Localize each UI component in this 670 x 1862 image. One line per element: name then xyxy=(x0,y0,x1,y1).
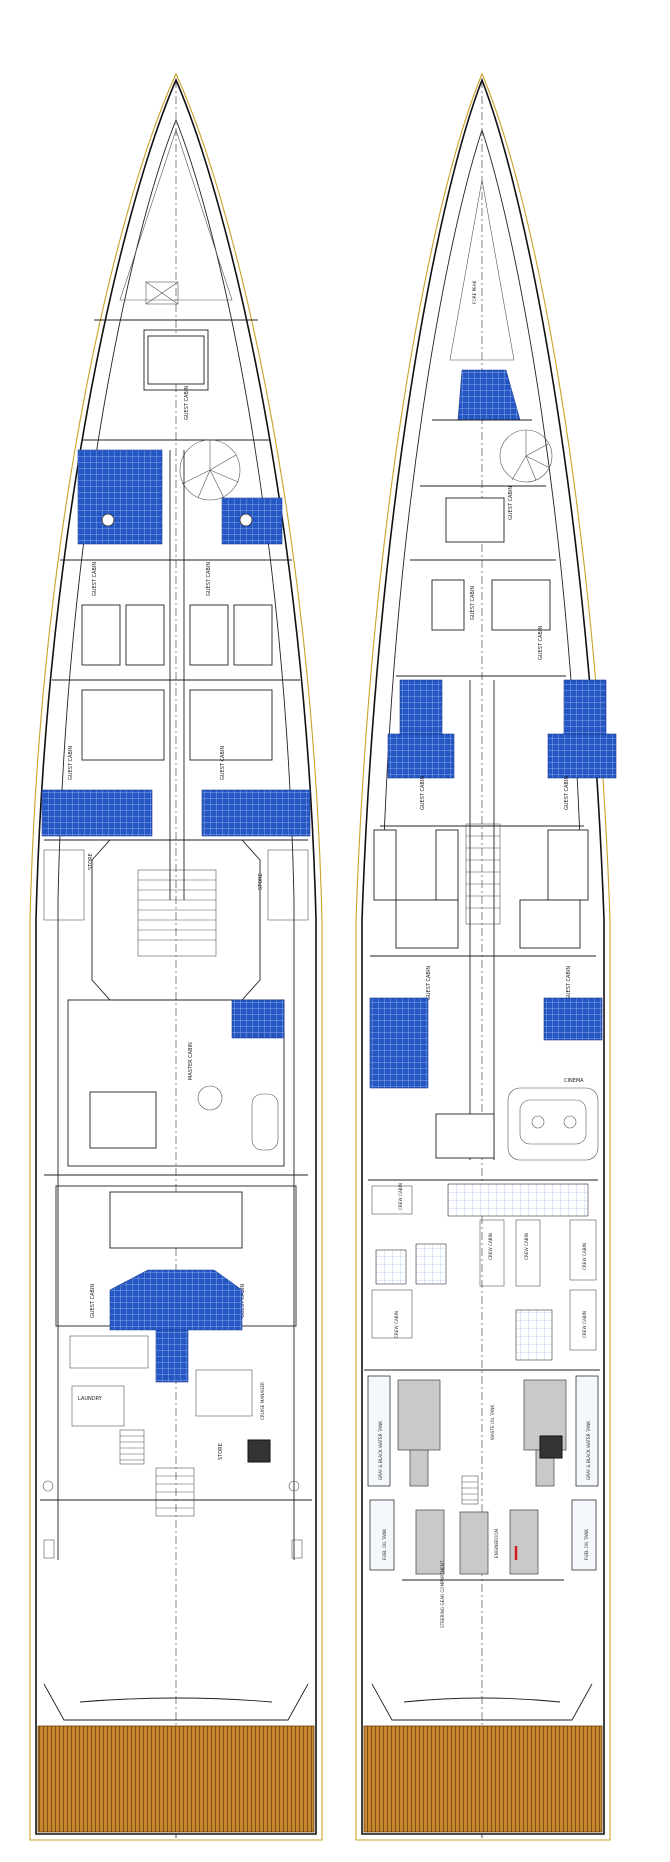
right-crew-cabin-4: CREW CABIN xyxy=(582,1243,587,1270)
right-main-engine-port xyxy=(397,1379,441,1451)
right-generator-3 xyxy=(509,1509,539,1575)
left-cabin-label-7: GUEST CABIN xyxy=(240,1284,246,1318)
left-bathroom-6 xyxy=(155,1329,189,1383)
left-store-stbd-label: STORE xyxy=(258,873,264,890)
left-store-aft-label: STORE xyxy=(218,1443,224,1460)
left-central-stairs xyxy=(138,879,216,941)
right-cabin-label-3: GUEST CABIN xyxy=(538,626,544,660)
right-hull-outer-line xyxy=(355,72,611,1841)
right-cinema-lounge xyxy=(507,1087,599,1161)
right-cabin-label-7: GUEST CABIN xyxy=(566,966,572,1000)
right-cabin-label-2: GUEST CABIN xyxy=(470,586,476,620)
left-bathroom-4 xyxy=(201,789,311,837)
left-deck-plan: GUEST CABIN GUEST CABIN GUEST CABIN GUES… xyxy=(29,72,323,1841)
right-steering-gear-label: STEERING GEAR COMPARTMENT xyxy=(440,1560,445,1628)
right-cabin-label-5: GUEST CABIN xyxy=(564,776,570,810)
left-cabin-label-3: GUEST CABIN xyxy=(206,562,212,596)
right-cabin-label-1: GUEST CABIN xyxy=(508,486,514,520)
right-fore-peak-label: FORE PEAK xyxy=(472,280,477,304)
left-cabin-label-4: GUEST CABIN xyxy=(68,746,74,780)
left-bed-fwd xyxy=(147,335,205,385)
right-grey-black-tank-stbd-label: GRAY & BLACK WATER TANK xyxy=(586,1421,591,1480)
left-bathroom-5 xyxy=(109,1269,243,1331)
right-central-stairs xyxy=(466,835,500,909)
left-cruise-manager-label: CRUISE MANAGER xyxy=(260,1382,265,1420)
right-crew-cabin-6: CREW CABIN xyxy=(582,1311,587,1338)
right-bathroom-3 xyxy=(369,997,429,1089)
right-grey-black-tank-port-label: GRAY & BLACK WATER TANK xyxy=(378,1421,383,1480)
right-waste-oil-tank-label: WASTE OIL TANK xyxy=(490,1405,495,1440)
right-fuel-tank-stbd xyxy=(571,1499,597,1571)
left-master-bed xyxy=(89,1091,157,1149)
left-master-cabin-label: MASTER CABIN xyxy=(188,1042,194,1080)
right-generator-1 xyxy=(415,1509,445,1575)
right-fuel-tank-stbd-label: FUEL OIL TANK xyxy=(584,1529,589,1560)
right-grey-black-tank-stbd xyxy=(575,1375,599,1487)
right-grey-black-tank-port xyxy=(367,1375,391,1487)
left-cabin-label-5: GUEST CABIN xyxy=(220,746,226,780)
right-crew-cabin-5: CREW CABIN xyxy=(394,1311,399,1338)
svg-text:0: 0 xyxy=(175,1834,178,1839)
left-cabin-label-2: GUEST CABIN xyxy=(92,562,98,596)
right-swim-platform xyxy=(363,1725,603,1833)
right-generator-2 xyxy=(459,1511,489,1575)
right-bathroom-2 xyxy=(547,733,617,779)
left-master-suite xyxy=(67,999,285,1167)
right-cinema-label: CINEMA xyxy=(564,1078,584,1084)
left-store-port-label: STORE xyxy=(88,853,94,870)
right-crew-cabin-1: CREW CABIN xyxy=(398,1183,403,1210)
right-engineroom-label: ENGINEROOM xyxy=(494,1528,499,1558)
right-bathroom-1 xyxy=(387,733,455,779)
right-cabin-label-4: GUEST CABIN xyxy=(420,776,426,810)
left-bathroom-3 xyxy=(41,789,153,837)
right-fuel-tank-port-label: FUEL OIL TANK xyxy=(382,1529,387,1560)
left-hull-outer-line xyxy=(29,72,323,1841)
right-cabin-label-6: GUEST CABIN xyxy=(426,966,432,1000)
right-crew-cabin-2: CREW CABIN xyxy=(488,1233,493,1260)
left-inner-bulwark xyxy=(57,119,295,1560)
right-fuel-tank-port xyxy=(369,1499,395,1571)
left-cabin-label-6: GUEST CABIN xyxy=(90,1284,96,1318)
left-laundry-label: LAUNDRY xyxy=(78,1396,103,1402)
right-bathroom-4 xyxy=(543,997,603,1041)
right-crew-cabin-3: CREW CABIN xyxy=(524,1233,529,1260)
left-bathroom-1 xyxy=(77,449,163,545)
left-cabin-label-1: GUEST CABIN xyxy=(184,386,190,420)
left-swim-platform xyxy=(37,1725,315,1833)
svg-text:0: 0 xyxy=(481,1834,484,1839)
left-aft-stairs xyxy=(156,1475,194,1509)
right-deck-plan: FORE PEAK GUEST CABIN GUEST CABIN GUEST … xyxy=(355,72,617,1841)
